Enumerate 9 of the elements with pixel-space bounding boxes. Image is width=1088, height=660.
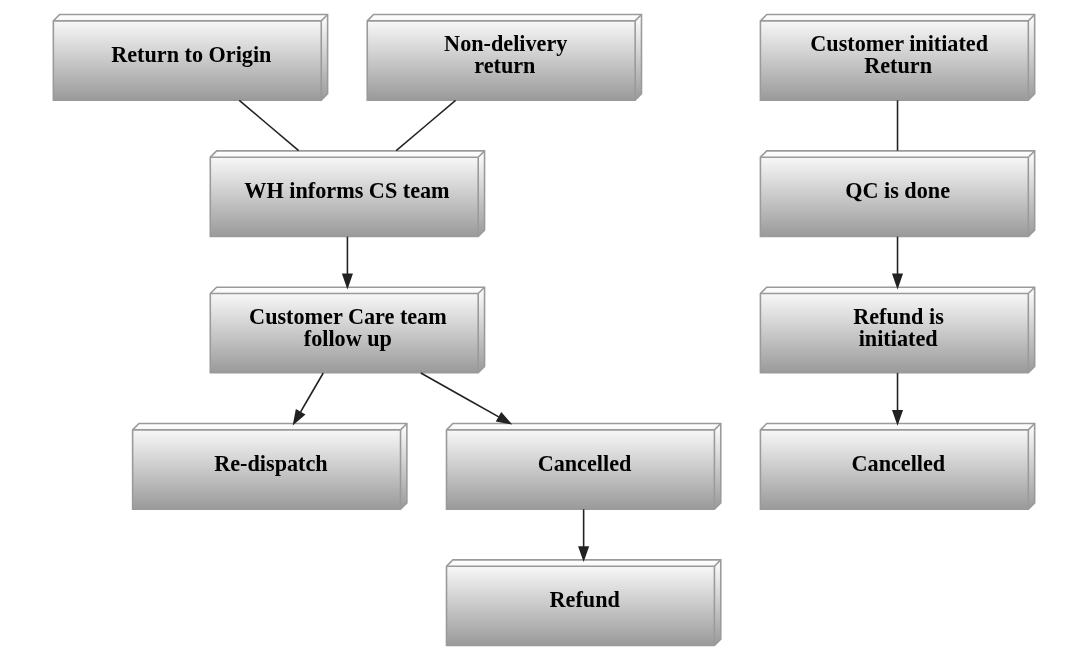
arrow [891,235,904,290]
connector [395,99,457,152]
arrow [341,235,353,290]
connector [238,99,300,152]
connector [896,99,899,152]
arrow [292,372,325,426]
arrow [578,508,590,563]
arrow [420,372,513,425]
arrow [891,372,904,426]
